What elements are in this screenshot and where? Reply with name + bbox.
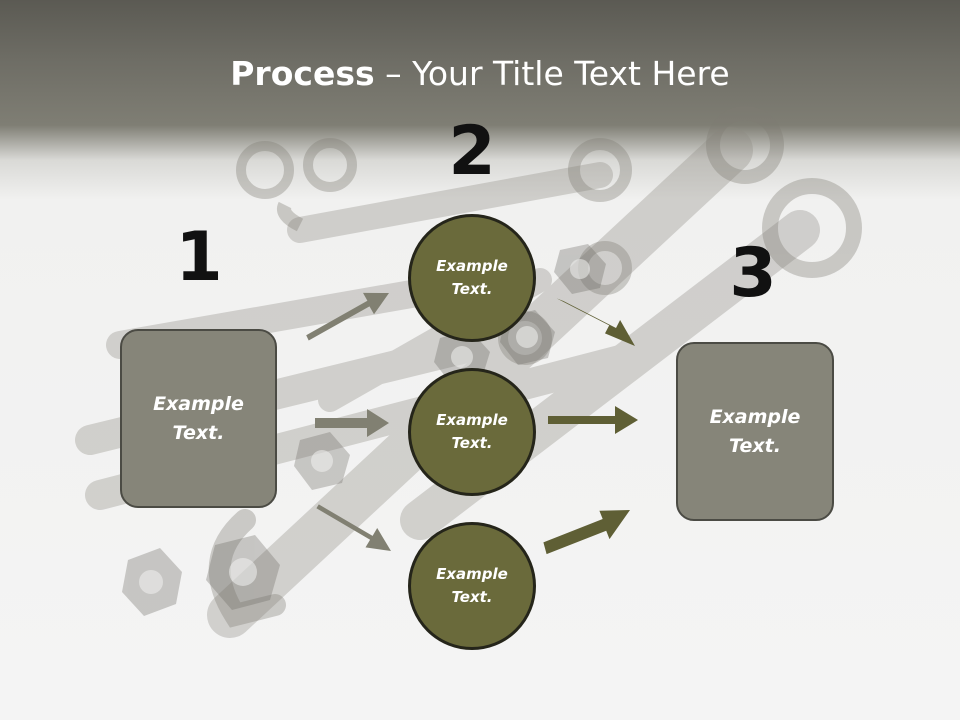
circle-top-line1: Example [436, 257, 508, 275]
title-rest: – Your Title Text Here [374, 54, 730, 93]
circle-bottom-line2: Text. [451, 588, 493, 606]
left-arrows [306, 292, 391, 551]
step-number-2: 2 [448, 112, 496, 191]
step-number-1: 1 [175, 218, 223, 297]
step-number-3: 3 [729, 234, 777, 313]
arrow-1-to-circle-bottom [316, 504, 391, 551]
right-arrows [543, 298, 638, 555]
arrow-circle-top-to-3 [556, 298, 635, 346]
step-1-box-line2: Text. [172, 421, 225, 444]
slide-title: Process – Your Title Text Here [0, 52, 960, 96]
circle-top-line2: Text. [451, 280, 493, 298]
arrow-1-to-circle-top [306, 292, 389, 341]
step-3-box-line2: Text. [729, 434, 781, 457]
circle-middle-line2: Text. [451, 434, 493, 452]
arrow-circle-middle-to-3 [548, 406, 638, 434]
arrow-circle-bottom-to-3 [543, 510, 630, 555]
step-3-box-line1: Example [709, 405, 801, 428]
circle-middle-line1: Example [436, 411, 508, 429]
title-bold: Process [230, 54, 375, 93]
arrow-1-to-circle-middle [315, 409, 389, 437]
step-1-box-line1: Example [153, 392, 244, 415]
circle-bottom-line1: Example [436, 565, 508, 583]
